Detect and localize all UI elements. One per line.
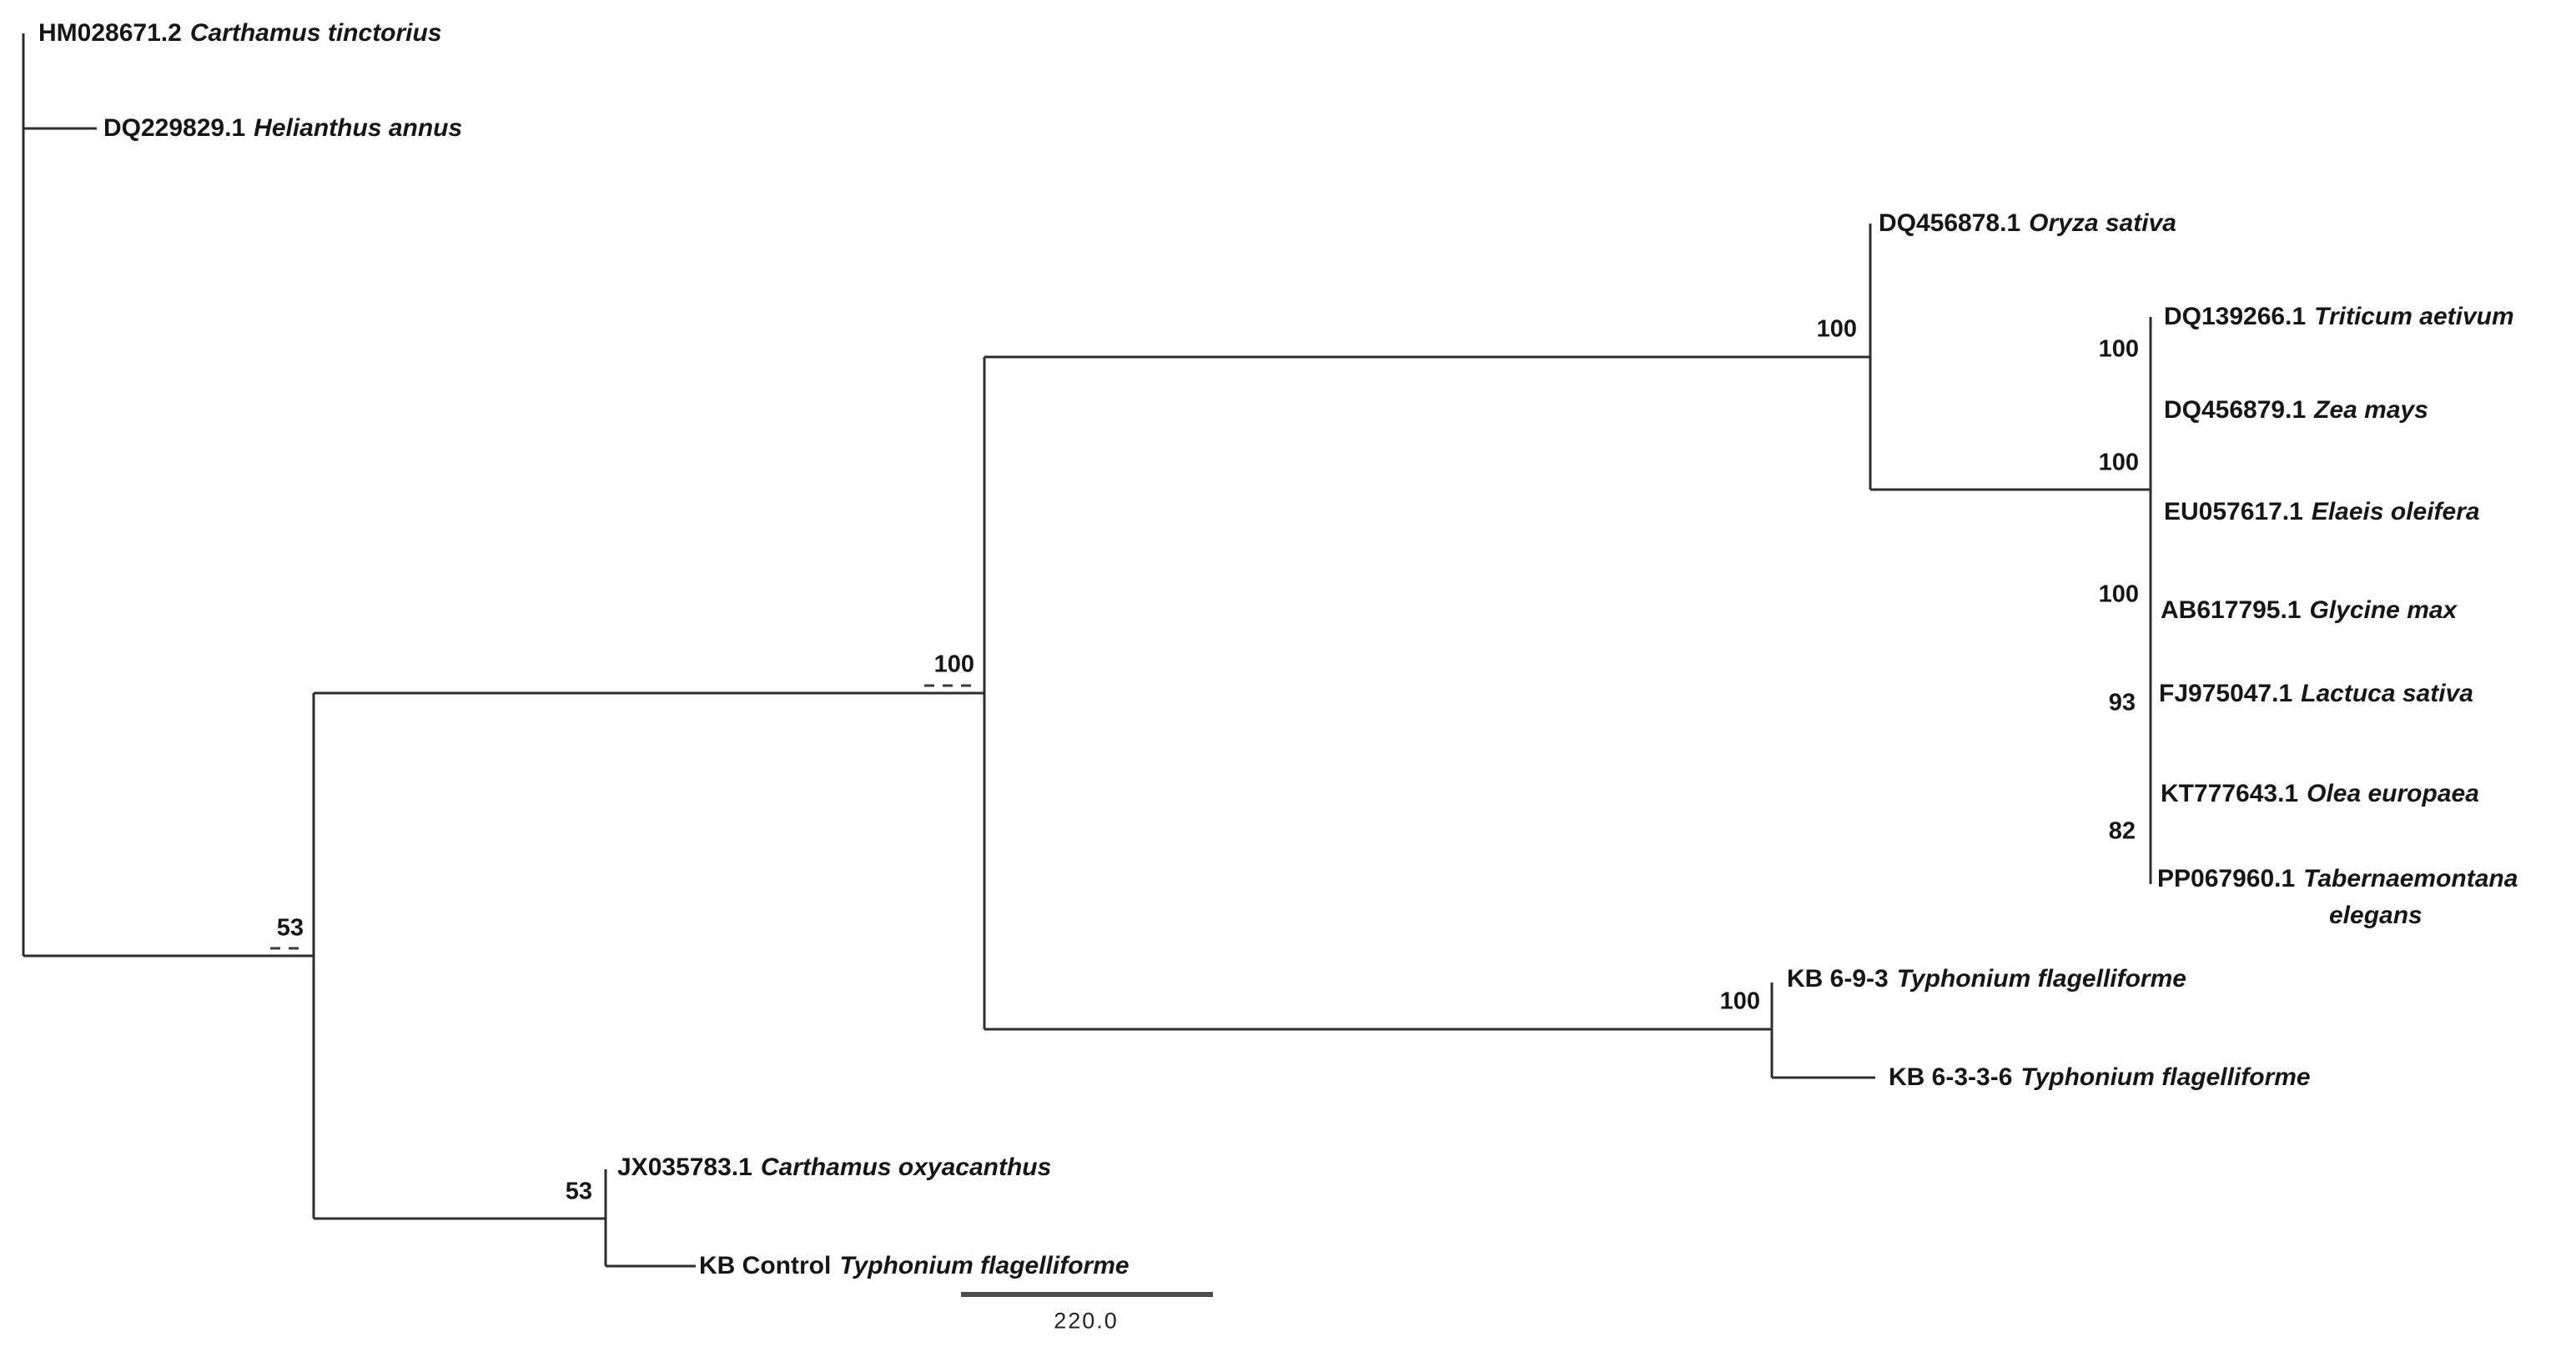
tip-label-carthamus-oxyacanthus: JX035783.1 Carthamus oxyacanthus [617,1155,1051,1180]
accession: DQ139266.1 [2164,303,2307,331]
bootstrap-value-olea-82: 82 [2108,818,2136,846]
accession: FJ975047.1 [2159,680,2293,708]
accession: JX035783.1 [617,1153,752,1182]
species-name: Zea mays [2314,396,2428,425]
species-name: Typhonium flagelliforme [839,1252,1130,1280]
species-name: Carthamus tinctorius [189,19,442,48]
tip-label-helianthus-annus: DQ229829.1 Helianthus annus [103,116,462,141]
accession: DQ456878.1 [1879,209,2021,238]
bootstrap-value-node-b-100: 100 [933,651,974,679]
species-name: Typhonium flagelliforme [1896,965,2186,993]
tip-label-oryza-sativa: DQ456878.1 Oryza sativa [1879,211,2176,236]
tip-label-elaeis-oleifera: EU057617.1 Elaeis oleifera [2164,500,2480,525]
accession: KB 6-9-3 [1787,965,1889,993]
bootstrap-value-zea-elaeis-100: 100 [2098,450,2139,477]
accession: HM028671.2 [38,19,182,48]
bootstrap-value-triticum-zea-100: 100 [2098,336,2139,364]
accession: KB 6-3-3-6 [1889,1063,2013,1092]
species-name: Typhonium flagelliforme [2020,1063,2311,1092]
species-name: Helianthus annus [254,114,463,143]
tip-label-lactuca-sativa: FJ975047.1 Lactuca sativa [2159,681,2473,706]
accession: DQ229829.1 [103,114,246,143]
bootstrap-value-node-c-100: 100 [1816,316,1857,344]
accession: PP067960.1 [2157,865,2296,893]
accession: KT777643.1 [2161,780,2299,808]
bootstrap-value-typhonium-100: 100 [1719,988,1760,1016]
species-name-line2: elegans [2329,902,2423,930]
species-name: Carthamus oxyacanthus [760,1153,1052,1182]
species-name: Triticum aetivum [2314,303,2514,331]
species-name: Olea europaea [2307,780,2479,808]
bootstrap-value-lactuca-93: 93 [2108,690,2136,717]
species-name: Lactuca sativa [2301,680,2473,708]
tip-label-tabernaemontana-elegans-line2: elegans [2329,903,2423,928]
species-name: Glycine max [2309,596,2458,625]
accession: EU057617.1 [2164,498,2303,526]
bootstrap-value-carthamus-53: 53 [565,1179,592,1206]
bootstrap-value-glycine-100: 100 [2098,581,2139,609]
scale-bar-label: 220.0 [1054,1308,1119,1334]
accession: AB617795.1 [2161,596,2302,625]
species-name: Tabernaemontana [2303,865,2518,893]
accession: DQ456879.1 [2164,396,2307,425]
species-name: Oryza sativa [2029,209,2176,238]
accession: KB Control [699,1252,832,1280]
bootstrap-value-root-53: 53 [276,915,304,942]
tip-label-olea-europaea: KT777643.1 Olea europaea [2161,782,2479,807]
species-name: Elaeis oleifera [2311,498,2480,526]
